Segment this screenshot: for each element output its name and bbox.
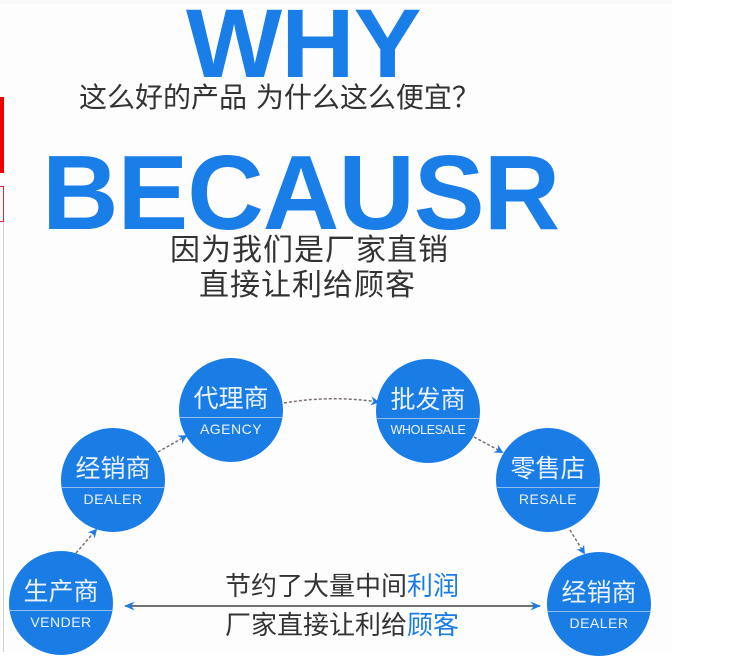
node-divider — [547, 611, 651, 612]
node-wholesale-en: WHOLESALE — [390, 423, 466, 437]
node-divider — [179, 417, 283, 418]
arrow-wholesale-to-resale — [473, 436, 504, 453]
node-dealer-left-en: DEALER — [83, 491, 143, 507]
reason-line-2: 直接让利给顾客 — [199, 268, 416, 303]
node-divider — [496, 487, 600, 488]
savings-line-plain: 节约了大量中间 — [224, 572, 407, 602]
node-divider — [9, 610, 113, 611]
node-vender-en: VENDER — [30, 614, 92, 630]
arrow-resale-to-dealer — [569, 529, 585, 555]
red-edge-block — [0, 97, 4, 173]
direct-line-highlight: 顾客 — [407, 611, 460, 641]
left-border-line — [3, 222, 4, 652]
direct-line: 厂家直接让利给顾客 — [6, 613, 678, 639]
node-wholesale: 批发商 WHOLESALE — [376, 359, 480, 463]
question-text: 这么好的产品 为什么这么便宜？ — [79, 81, 480, 114]
node-vender-cn: 生产商 — [23, 577, 99, 606]
top-strip — [0, 0, 672, 4]
arrow-vender-to-dealer — [75, 528, 98, 554]
reason-line-1: 因为我们是厂家直销 — [170, 233, 449, 268]
node-divider — [376, 418, 480, 419]
node-dealer-left-cn: 经销商 — [75, 454, 151, 483]
node-vender: 生产商 VENDER — [9, 551, 113, 655]
node-resale-en: RESALE — [518, 491, 578, 507]
savings-line: 节约了大量中间利润 — [6, 574, 678, 600]
node-dealer-right-cn: 经销商 — [561, 578, 637, 607]
node-agency: 代理商 AGENCY — [179, 358, 283, 462]
red-edge-box — [0, 186, 4, 222]
direct-line-plain: 厂家直接让利给 — [224, 611, 407, 641]
poster-canvas — [0, 0, 672, 652]
node-wholesale-cn: 批发商 — [390, 385, 466, 414]
node-dealer-right-en: DEALER — [569, 615, 629, 631]
arrow-agency-to-wholesale — [283, 396, 380, 406]
because-heading: BECAUSR — [42, 134, 560, 252]
node-agency-en: AGENCY — [199, 421, 263, 437]
node-divider — [61, 487, 165, 488]
node-resale-cn: 零售店 — [510, 454, 586, 483]
arrow-dealer-to-agency — [157, 435, 188, 453]
why-heading: WHY — [186, 0, 422, 98]
node-dealer-right: 经销商 DEALER — [547, 552, 651, 656]
node-dealer-left: 经销商 DEALER — [61, 428, 165, 532]
node-resale: 零售店 RESALE — [496, 428, 600, 532]
node-agency-cn: 代理商 — [193, 384, 269, 413]
savings-line-highlight: 利润 — [407, 572, 460, 602]
